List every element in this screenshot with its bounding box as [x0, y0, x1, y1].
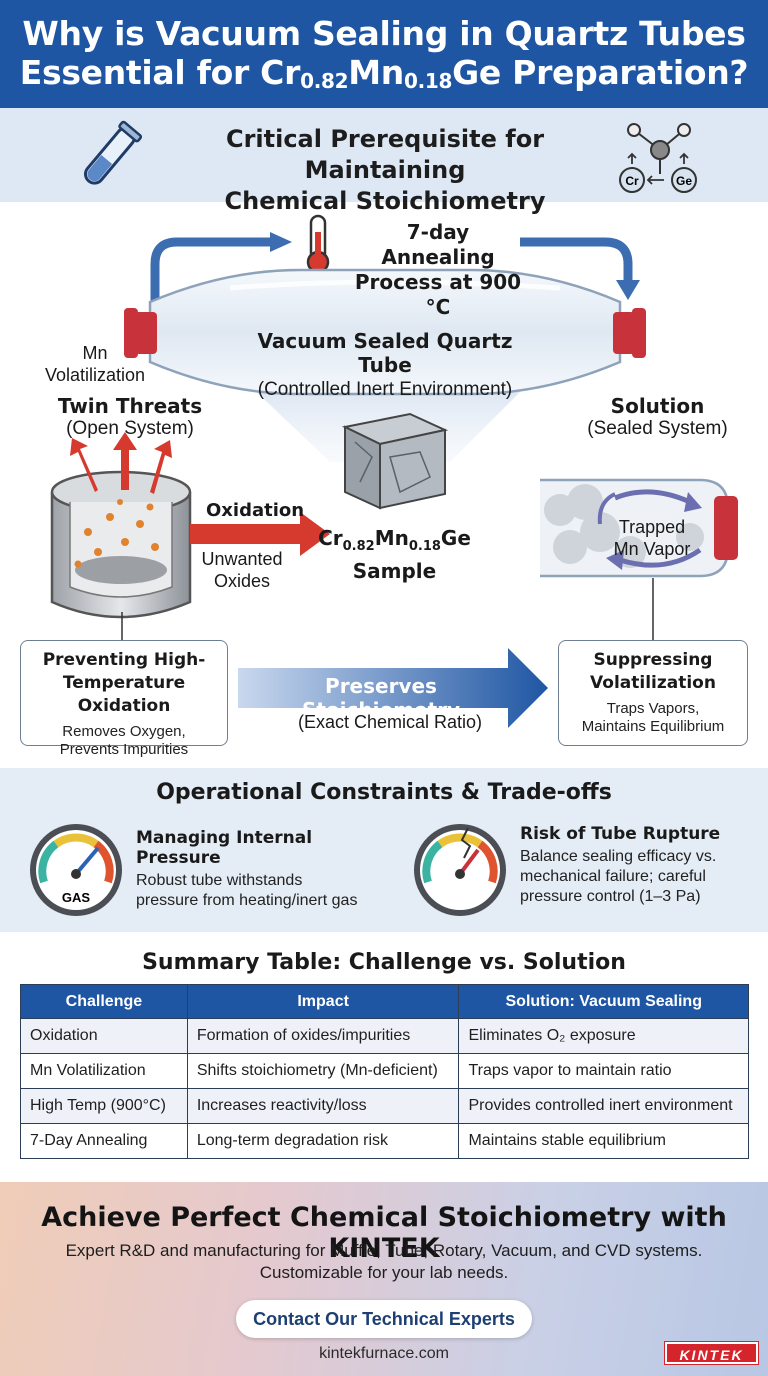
sample-cube-icon: [341, 412, 449, 510]
thermometer-icon: [306, 214, 330, 274]
table-cell: Increases reactivity/loss: [186, 1088, 460, 1124]
table-cell: Long-term degradation risk: [186, 1123, 460, 1159]
exact-ratio-label: (Exact Chemical Ratio): [297, 712, 483, 732]
table-cell: Eliminates O₂ exposure: [458, 1018, 749, 1054]
pressure-gauge-icon: GAS: [30, 824, 122, 916]
operational-constraints: Operational Constraints & Trade-offs GAS…: [0, 768, 768, 932]
oxidation-arrow: [190, 512, 330, 556]
annealing-label: 7-day Annealing Process at 900 °C: [354, 220, 522, 319]
rupture-info: Risk of Tube Rupture Balance sealing eff…: [520, 824, 721, 905]
loop-arrow-right: [520, 237, 633, 282]
table-cell: Provides controlled inert environment: [458, 1088, 749, 1124]
summary-table: Challenge Impact Solution: Vacuum Sealin…: [20, 984, 749, 1159]
kintek-logo: KINTEK: [664, 1341, 759, 1365]
cta-headline: Achieve Perfect Chemical Stoichiometry w…: [41, 1202, 727, 1264]
tube-label: Vacuum Sealed Quartz Tube (Controlled In…: [257, 329, 513, 400]
summary-table-title: Summary Table: Challenge vs. Solution: [142, 950, 626, 975]
preserves-arrow: [238, 648, 548, 728]
page-title-line-1: Why is Vacuum Sealing in Quartz Tubes: [22, 14, 746, 53]
cta-body: Expert R&D and manufacturing for Muffle,…: [65, 1241, 703, 1282]
column-header: Solution: Vacuum Sealing: [458, 984, 749, 1019]
molecule-label-cr: Cr: [625, 174, 639, 188]
volatilization-card: Suppressing Volatilization Traps Vapors,…: [558, 640, 748, 746]
table-cell: 7-Day Annealing: [20, 1123, 188, 1159]
sealed-tube-detail: [540, 478, 738, 578]
cta-footer: Achieve Perfect Chemical Stoichiometry w…: [0, 1182, 768, 1376]
solution-label: Solution (Sealed System): [587, 394, 728, 439]
page-header: Why is Vacuum Sealing in Quartz Tubes Es…: [0, 0, 768, 108]
table-cell: Formation of oxides/impurities: [186, 1018, 460, 1054]
trapped-vapor-label: Trapped Mn Vapor: [613, 517, 691, 559]
oxidation-card: Preventing High- Temperature Oxidation R…: [20, 640, 228, 758]
process-diagram: 7-day Annealing Process at 900 °C Vacuum…: [0, 202, 768, 768]
quartz-tube: [124, 268, 646, 396]
pressure-info: Managing Internal Pressure Robust tube w…: [136, 828, 358, 909]
website-link[interactable]: kintekfurnace.com: [319, 1345, 449, 1362]
molecule-icon: Cr Ge: [619, 123, 697, 193]
contact-experts-button[interactable]: Contact Our Technical Experts: [236, 1300, 532, 1338]
unwanted-oxides-label: Unwanted Oxides: [201, 549, 283, 591]
preserves-label: Preserves Stoichiometry: [301, 674, 461, 722]
crucible-icon: [50, 470, 192, 619]
table-cell: Mn Volatilization: [20, 1053, 188, 1089]
molecule-label-ge: Ge: [676, 174, 692, 188]
table-cell: Maintains stable equilibrium: [458, 1123, 749, 1159]
subtitle-line-2: Chemical Stoichiometry: [224, 187, 546, 215]
table-row: Mn Volatilization Shifts stoichiometry (…: [20, 1053, 749, 1089]
table-row: High Temp (900°C) Increases reactivity/l…: [20, 1088, 749, 1124]
volatilization-arrows: [70, 432, 172, 494]
oxidation-label: Oxidation: [206, 500, 305, 521]
column-header: Impact: [186, 984, 460, 1019]
table-cell: Oxidation: [20, 1018, 188, 1054]
sample-label: Cr0.82Mn0.18Ge Sample: [318, 526, 471, 583]
table-row: 7-Day Annealing Long-term degradation ri…: [20, 1123, 749, 1159]
table-cell: High Temp (900°C): [20, 1088, 188, 1124]
subtitle: Critical Prerequisite for Maintaining Ch…: [150, 124, 620, 217]
loop-arrow-left: [150, 237, 272, 312]
mn-volatilization-label: Mn Volatilization: [44, 343, 146, 385]
diagram-graphics: [50, 214, 738, 728]
page-title-line-2: Essential for Cr0.82Mn0.18Ge Preparation…: [19, 53, 749, 93]
column-header: Challenge: [20, 984, 188, 1019]
operations-title: Operational Constraints & Trade-offs: [156, 780, 612, 805]
table-cell: Shifts stoichiometry (Mn-deficient): [186, 1053, 460, 1089]
cracked-gauge-icon: [414, 824, 506, 916]
gauge-label: GAS: [62, 890, 91, 905]
table-row: Oxidation Formation of oxides/impurities…: [20, 1018, 749, 1054]
table-header-row: Challenge Impact Solution: Vacuum Sealin…: [20, 984, 749, 1019]
table-cell: Traps vapor to maintain ratio: [458, 1053, 749, 1089]
subtitle-band: Critical Prerequisite for Maintaining Ch…: [0, 108, 768, 215]
test-tube-icon: [84, 120, 143, 185]
subtitle-line-1: Critical Prerequisite for Maintaining: [225, 125, 545, 184]
twin-threats-label: Twin Threats (Open System): [57, 394, 203, 439]
